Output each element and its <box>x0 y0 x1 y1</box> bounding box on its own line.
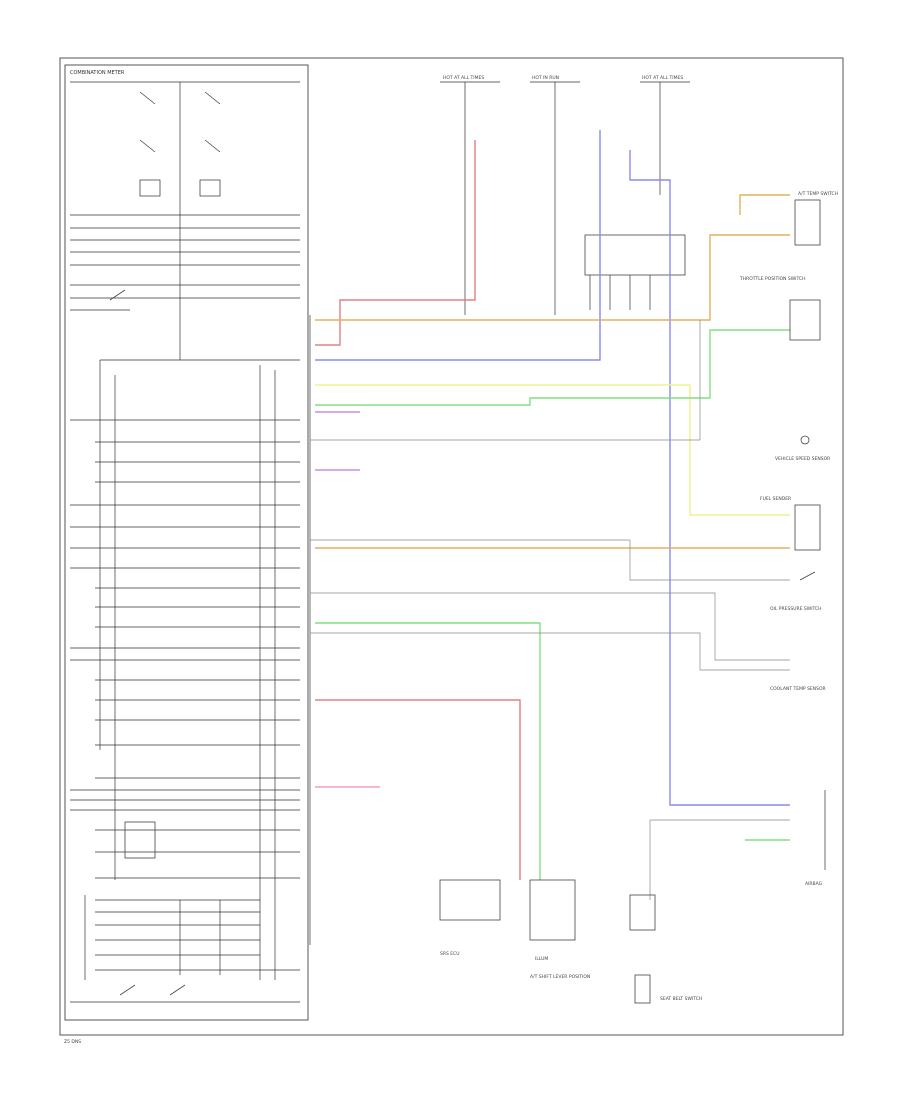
diagram-frame <box>59 57 844 1036</box>
yellow-wire <box>315 384 790 516</box>
svg-text:A/T SHIFT LEVER POSITION: A/T SHIFT LEVER POSITION <box>530 974 590 980</box>
svg-text:SEAT BELT SWITCH: SEAT BELT SWITCH <box>660 996 702 1002</box>
svg-text:AIRBAG: AIRBAG <box>805 881 823 887</box>
svg-text:SRS ECU: SRS ECU <box>440 951 460 957</box>
component-vehicle-speed-sensor: VEHICLE SPEED SENSOR <box>775 435 830 462</box>
combination-meter: COMBINATION METER <box>64 64 309 1021</box>
signal-bus <box>310 320 790 900</box>
svg-text:ILLUM: ILLUM <box>535 956 548 962</box>
svg-text:FUEL SENDER: FUEL SENDER <box>760 496 791 502</box>
svg-text:COOLANT TEMP SENSOR: COOLANT TEMP SENSOR <box>770 686 826 692</box>
svg-text:VEHICLE SPEED SENSOR: VEHICLE SPEED SENSOR <box>775 456 830 462</box>
svg-text:OIL PRESSURE SWITCH: OIL PRESSURE SWITCH <box>770 606 822 612</box>
orange-wire-top <box>315 234 790 321</box>
component-airbag: AIRBAG <box>805 790 826 887</box>
meter-internals <box>70 81 300 1003</box>
footer-code: Z5 DNS <box>64 1039 81 1045</box>
component-srs-ecu: SRS ECU <box>439 879 501 957</box>
component-throttle-position: THROTTLE POSITION SWITCH <box>739 276 821 341</box>
relay-box-outline <box>584 234 686 276</box>
fuse-boxes: HOT AT ALL TIMES HOT IN RUN HOT AT ALL T… <box>440 75 690 315</box>
relay-box <box>584 234 686 310</box>
red-wire-bottom <box>315 699 521 880</box>
fuse-box-2-label: HOT IN RUN <box>532 75 559 81</box>
component-fuel-sender: FUEL SENDER <box>760 496 821 551</box>
colored-wires <box>315 130 790 880</box>
green-wire-throttle <box>315 329 790 406</box>
component-illum: ILLUM <box>529 879 576 962</box>
bottom-components: SRS ECU ILLUM A/T SHIFT LEVER POSITION S… <box>439 879 702 1004</box>
svg-text:A/T TEMP SWITCH: A/T TEMP SWITCH <box>798 191 838 197</box>
component-at-temp-switch: A/T TEMP SWITCH <box>794 191 838 246</box>
fuse-box-1: HOT AT ALL TIMES <box>440 75 500 315</box>
component-seat-belt-switch: SEAT BELT SWITCH <box>629 894 702 1004</box>
red-wire-fuse1 <box>315 140 476 346</box>
fuse-box-1-label: HOT AT ALL TIMES <box>443 75 484 81</box>
blue-wire-fuse2 <box>315 130 601 361</box>
orange-wire-at <box>739 194 790 215</box>
svg-text:THROTTLE POSITION SWITCH: THROTTLE POSITION SWITCH <box>739 276 806 282</box>
component-at-shift-lever: A/T SHIFT LEVER POSITION <box>530 974 590 980</box>
fuse-box-3: HOT AT ALL TIMES <box>640 75 690 195</box>
green-wire-bottom <box>315 622 541 880</box>
component-coolant-temp: COOLANT TEMP SENSOR <box>770 686 826 692</box>
fuse-box-3-label: HOT AT ALL TIMES <box>642 75 683 81</box>
right-components: A/T TEMP SWITCH THROTTLE POSITION SWITCH… <box>739 191 838 887</box>
blue-wire-right <box>629 150 790 806</box>
fuse-box-2: HOT IN RUN <box>530 75 580 315</box>
component-oil-pressure: OIL PRESSURE SWITCH <box>770 571 822 612</box>
meter-outline <box>64 64 309 1021</box>
meter-title: COMBINATION METER <box>70 70 125 76</box>
